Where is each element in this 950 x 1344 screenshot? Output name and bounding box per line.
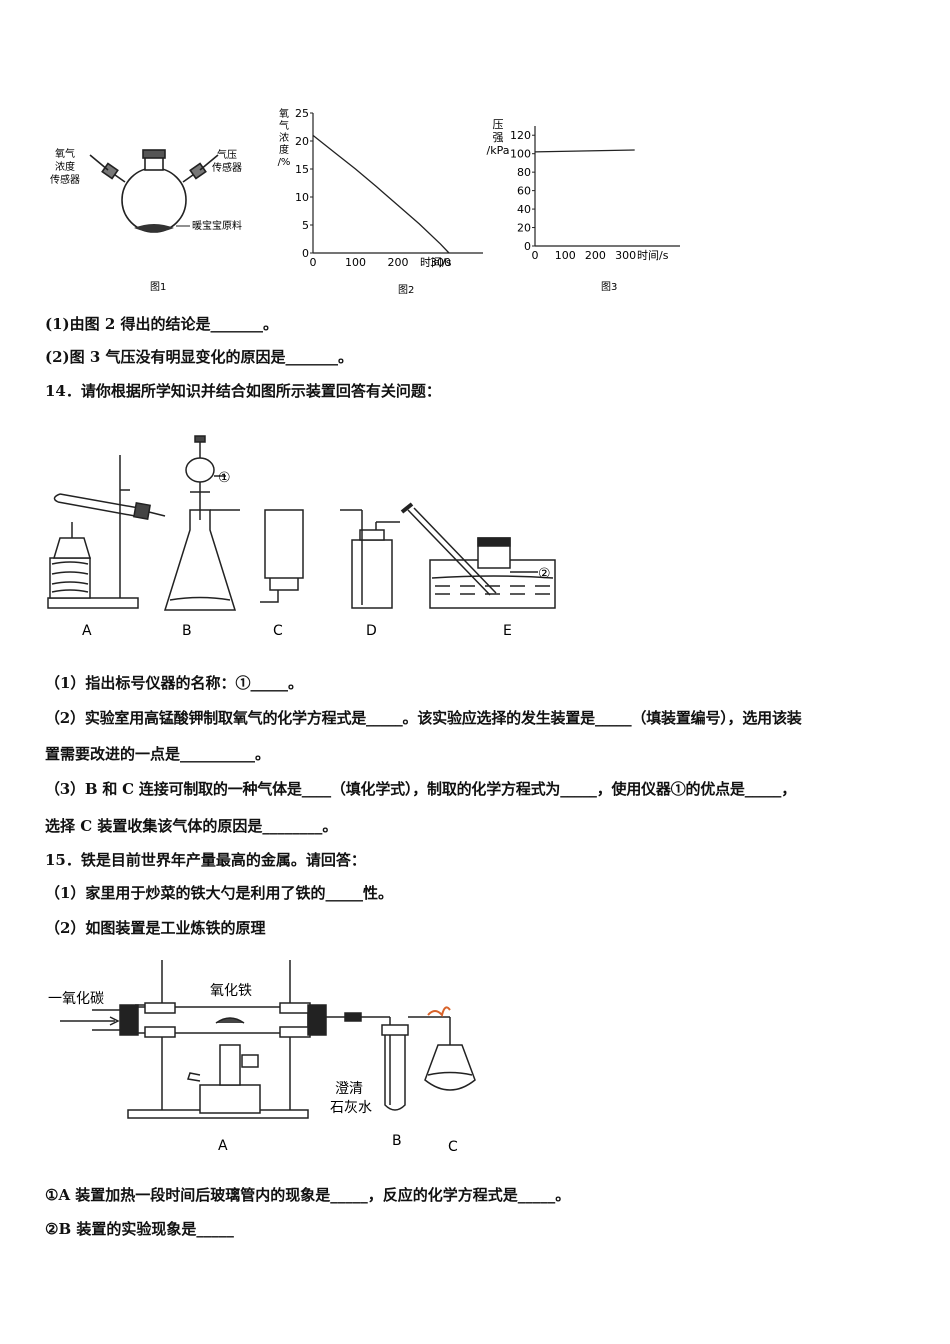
y-tick-label: 10: [295, 191, 309, 204]
x-tick-label: 200: [585, 249, 606, 262]
fig1-caption: 图1: [150, 281, 166, 293]
q14-label-A: A: [82, 623, 92, 639]
y-tick-label: 0: [524, 240, 531, 253]
fig1-label-bottom: 暖宝宝原料: [192, 219, 242, 232]
q15-part1: （1）家里用于炒菜的铁大勺是利用了铁的_____性。: [45, 884, 393, 902]
pressure-chart: 0 100 200 300 0 20 40 60 80 100 120 压强/kPa 时间/s 图3: [487, 118, 680, 293]
q14-part3a: （3）B 和 C 连接可制取的一种气体是____（填化学式），制取的化学方程式为…: [45, 780, 797, 798]
q15-label-A: A: [218, 1138, 228, 1154]
q14-apparatus-figure: ① ② A B C D E: [40, 430, 580, 645]
label-co: 一氧化碳: [48, 991, 104, 1007]
chart-caption: 图3: [601, 281, 617, 293]
y-tick-label: 20: [517, 222, 531, 235]
y-axis-label: /%: [278, 157, 291, 168]
q14-circle2-label: ②: [538, 566, 551, 582]
x-tick-label: 100: [345, 256, 366, 269]
y-tick-label: 80: [517, 166, 531, 179]
label-limewater-1: 澄清: [335, 1081, 363, 1097]
y-axis-label: 浓: [279, 132, 289, 144]
y-axis-label: 氧: [279, 107, 289, 120]
fig1-label-right-1: 气压: [217, 148, 237, 161]
q14-part3b: 选择 C 装置收集该气体的原因是________。: [45, 817, 338, 835]
label-limewater-2: 石灰水: [330, 1100, 372, 1116]
q14-part2b: 置需要改进的一点是__________。: [45, 745, 271, 763]
series-line: [312, 134, 450, 254]
fig1-label-left-2: 浓度: [55, 160, 75, 173]
q14-part2a: （2）实验室用高锰酸钾制取氧气的化学方程式是_____。该实验应选择的发生装置是…: [45, 709, 802, 727]
x-tick-label: 300: [430, 256, 451, 269]
y-tick-label: 0: [302, 247, 309, 260]
x-tick-label: 100: [555, 249, 576, 262]
y-tick-label: 120: [510, 129, 531, 142]
y-tick-label: 15: [295, 163, 309, 176]
lab-apparatus-diagram: ① ② A B C D E: [47, 435, 556, 639]
series-line: [534, 149, 635, 153]
x-tick-label: 0: [310, 256, 317, 269]
x-tick-label: 300: [615, 249, 636, 262]
y-tick-label: 5: [302, 219, 309, 232]
q13-part1: (1)由图 2 得出的结论是_______。: [45, 315, 279, 333]
q14-title: 14．请你根据所学知识并结合如图所示装置回答有关问题：: [45, 382, 441, 400]
figure-1: 氧气 浓度 传感器 气压 传感器 暖宝宝原料 图1: [50, 140, 260, 300]
fig1-label-left-3: 传感器: [50, 173, 80, 186]
q14-circle1-label: ①: [218, 470, 231, 486]
q15-sub2: ②B 装置的实验现象是_____: [45, 1220, 234, 1238]
y-axis-label: 气: [279, 119, 289, 132]
q14-label-D: D: [366, 623, 377, 639]
y-tick-label: 20: [295, 135, 309, 148]
fig1-label-right-2: 传感器: [212, 161, 242, 174]
fig1-label-left-1: 氧气: [55, 147, 75, 160]
q14-label-E: E: [503, 623, 512, 639]
iron-smelting-figure: 一氧化碳 氧化铁 澄清 石灰水 A B C: [40, 955, 500, 1155]
q14-part1: （1）指出标号仪器的名称：①_____。: [45, 674, 303, 692]
y-tick-label: 25: [295, 107, 309, 120]
q15-part2: （2）如图装置是工业炼铁的原理: [45, 919, 266, 937]
y-axis-label: 强: [493, 131, 504, 144]
y-axis-label: /kPa: [487, 144, 510, 157]
y-tick-label: 100: [510, 148, 531, 161]
y-tick-label: 40: [517, 203, 531, 216]
q15-sub1: ①A 装置加热一段时间后玻璃管内的现象是_____，反应的化学方程式是_____…: [45, 1186, 571, 1204]
x-axis-label: 时间/s: [637, 249, 669, 262]
y-axis-label: 度: [279, 143, 289, 156]
y-axis-label: 压: [493, 118, 504, 131]
y-tick-label: 60: [517, 185, 531, 198]
chart-caption: 图2: [398, 284, 414, 296]
x-tick-label: 200: [388, 256, 409, 269]
q14-label-B: B: [182, 623, 192, 639]
figure-2: 0 100 200 300 0 5 10 15 20 25 氧气浓度/% 时间/s 图2: [270, 105, 490, 300]
q13-part2: (2)图 3 气压没有明显变化的原因是_______。: [45, 348, 354, 366]
q15-label-C: C: [448, 1139, 458, 1155]
q14-label-C: C: [273, 623, 283, 639]
label-fe2o3: 氧化铁: [210, 983, 252, 999]
q15-label-B: B: [392, 1133, 402, 1149]
iron-smelting-diagram: 一氧化碳 氧化铁 澄清 石灰水 A B C: [48, 960, 476, 1155]
figure-3: 0 100 200 300 0 20 40 60 80 100 120 压强/kPa 时间/s 图3: [485, 108, 695, 298]
x-tick-label: 0: [532, 249, 539, 262]
flask-diagram: 氧气 浓度 传感器 气压 传感器 暖宝宝原料 图1: [50, 147, 242, 293]
q15-title: 15．铁是目前世界年产量最高的金属。请回答：: [45, 851, 366, 869]
x-axis-label: 时间/s: [420, 256, 452, 269]
